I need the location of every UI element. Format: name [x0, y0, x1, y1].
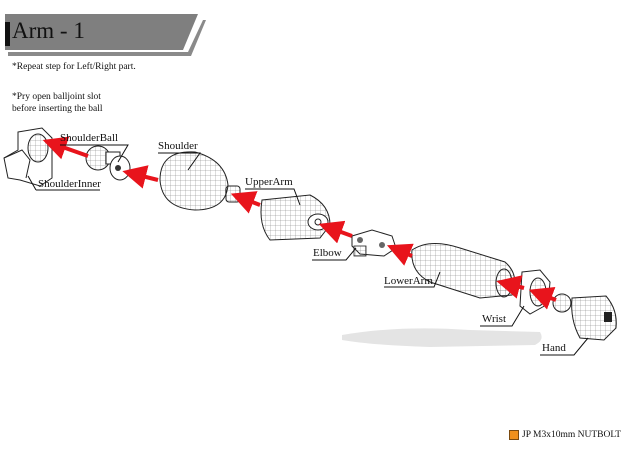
ground-shadow: [342, 328, 542, 347]
note-pry-line1: *Pry open balljoint slot: [12, 92, 101, 102]
part-lower-arm: [411, 243, 516, 299]
label-hand: Hand: [542, 342, 566, 354]
legend-swatch-icon: [509, 430, 519, 440]
leader-lines: [27, 144, 589, 356]
legend: JP M3x10mm NUTBOLT: [509, 430, 621, 440]
part-hand: [552, 293, 617, 341]
part-elbow: [351, 229, 397, 257]
arrow-ball-to-inner: [42, 136, 89, 160]
part-upper-arm: [260, 194, 331, 241]
arrow-upperarm-to-shoulder: [230, 191, 261, 214]
title-banner: [5, 14, 206, 56]
title-accent-bar: [5, 22, 10, 46]
assembly-arrows: [42, 136, 557, 310]
arrow-lowerarm-to-elbow: [386, 243, 414, 266]
arrow-shoulder-to-ball: [122, 165, 159, 189]
label-elbow: Elbow: [313, 247, 342, 259]
label-shoulder-ball: ShoulderBall: [60, 132, 119, 144]
arrow-hand-to-wrist: [528, 286, 557, 310]
label-upper-arm: UpperArm: [245, 176, 293, 188]
label-shoulder-inner: ShoulderInner: [38, 178, 101, 190]
arrow-wrist-to-lowerarm: [496, 275, 525, 299]
part-wrist: [519, 269, 551, 315]
note-repeat: *Repeat step for Left/Right part.: [12, 62, 136, 72]
part-shoulder-ball: [85, 145, 131, 181]
note-pry-line2: before inserting the ball: [12, 104, 103, 114]
part-shoulder: [159, 151, 241, 211]
label-lower-arm: LowerArm: [384, 275, 433, 287]
label-shoulder: Shoulder: [158, 140, 198, 152]
arrow-elbow-to-upperarm: [318, 220, 353, 244]
page-title: Arm - 1: [12, 18, 85, 43]
legend-label: JP M3x10mm NUTBOLT: [522, 430, 622, 440]
label-wrist: Wrist: [482, 313, 506, 325]
